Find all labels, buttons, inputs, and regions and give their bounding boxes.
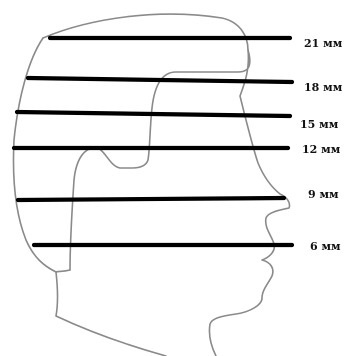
level-markers: 21 мм 18 мм 15 мм 12 мм 9 мм 6 мм	[14, 37, 343, 253]
sideburn-outline	[56, 270, 70, 272]
level-label-6mm: 6 мм	[310, 240, 341, 253]
level-line-15mm	[17, 112, 290, 116]
face-profile-outline	[43, 14, 290, 356]
level-label-18mm: 18 мм	[304, 81, 343, 94]
head-outline	[14, 14, 290, 356]
hair-outline	[56, 50, 250, 272]
level-label-15mm: 15 мм	[300, 118, 339, 131]
level-line-18mm	[28, 78, 292, 82]
level-line-9mm	[18, 198, 284, 200]
level-label-12mm: 12 мм	[302, 143, 341, 156]
level-label-9mm: 9 мм	[308, 188, 339, 201]
level-label-21mm: 21 мм	[304, 37, 343, 50]
